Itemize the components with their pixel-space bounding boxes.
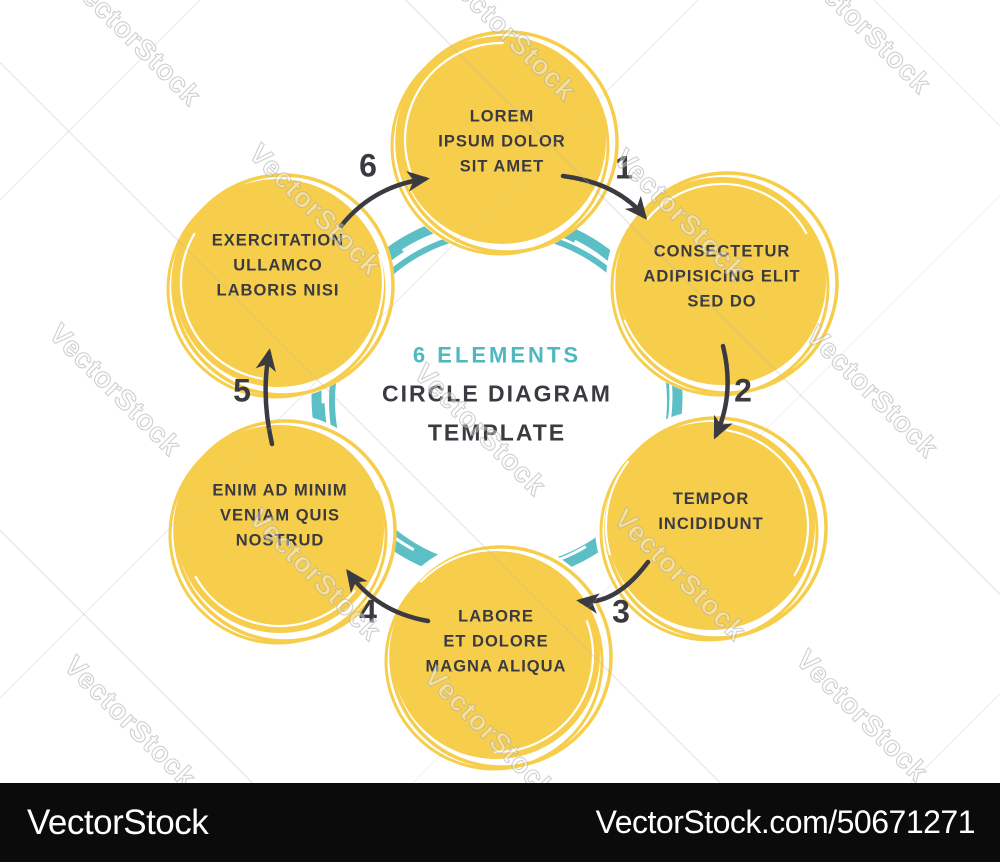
node-circle-4 [380, 539, 613, 771]
step-number-4: 4 [359, 593, 377, 630]
node-2-line-1: CONSECTETUR [653, 242, 791, 261]
node-4-line-2: ET DOLORE [443, 632, 549, 651]
circle-diagram-artwork [162, 24, 839, 771]
title-elements-count: 6 ELEMENTS [412, 342, 582, 368]
arrow-step-2-icon [713, 343, 733, 440]
node-5-line-3: NOSTRUD [235, 531, 325, 550]
node-label-3: TEMPOR INCIDIDUNT [596, 487, 826, 537]
node-label-5: ENIM AD MINIM VENIAM QUIS NOSTRUD [165, 479, 395, 554]
node-6-line-1: EXERCITATION [211, 231, 345, 250]
vectorstock-logo: VectorStock [27, 802, 209, 842]
node-6-line-2: ULLAMCO [233, 256, 323, 275]
diagram-canvas: LOREM IPSUM DOLOR SIT AMET CONSECTETUR A… [0, 0, 1000, 805]
step-number-6: 6 [359, 147, 377, 184]
node-3-line-1: TEMPOR [672, 490, 750, 508]
node-1-line-1: LOREM [469, 107, 535, 126]
diagram-title: 6 ELEMENTS CIRCLE DIAGRAM TEMPLATE [332, 336, 662, 453]
arrow-step-5-icon [255, 348, 276, 447]
step-number-2: 2 [734, 372, 752, 409]
node-circle-1 [386, 24, 619, 256]
node-label-1: LOREM IPSUM DOLOR SIT AMET [387, 105, 617, 180]
title-line-2: CIRCLE DIAGRAM [382, 380, 612, 407]
node-4-line-3: MAGNA ALIQUA [425, 657, 567, 676]
node-circle-3 [595, 410, 828, 642]
node-2-line-2: ADIPISICING ELIT [643, 267, 801, 286]
node-1-line-3: SIT AMET [459, 157, 545, 176]
node-label-6: EXERCITATION ULLAMCO LABORIS NISI [163, 229, 393, 304]
node-label-2: CONSECTETUR ADIPISICING ELIT SED DO [607, 240, 837, 315]
arrow-step-4-icon [346, 569, 431, 624]
node-4-line-1: LABORE [458, 607, 534, 626]
arrow-step-1-icon [560, 173, 648, 220]
node-circle-2 [606, 165, 839, 397]
node-6-line-3: LABORIS NISI [216, 281, 340, 300]
step-number-5: 5 [233, 372, 251, 409]
title-line-3: TEMPLATE [427, 419, 567, 446]
node-2-line-3: SED DO [687, 292, 757, 311]
node-circle-6 [162, 167, 395, 399]
arrow-step-6-icon [338, 171, 430, 229]
vectorstock-footer-bar: VectorStock VectorStock.com/50671271 [0, 783, 1000, 862]
step-number-3: 3 [612, 593, 630, 630]
node-label-4: LABORE ET DOLORE MAGNA ALIQUA [381, 605, 611, 680]
node-circle-5 [164, 413, 397, 645]
node-5-line-2: VENIAM QUIS [219, 506, 341, 525]
arrow-step-3-icon [576, 559, 651, 614]
node-5-line-1: ENIM AD MINIM [212, 481, 348, 500]
step-number-1: 1 [615, 149, 633, 186]
node-3-line-2: INCIDIDUNT [658, 515, 764, 533]
vectorstock-image-url: VectorStock.com/50671271 [595, 804, 976, 840]
node-1-line-2: IPSUM DOLOR [438, 132, 566, 151]
